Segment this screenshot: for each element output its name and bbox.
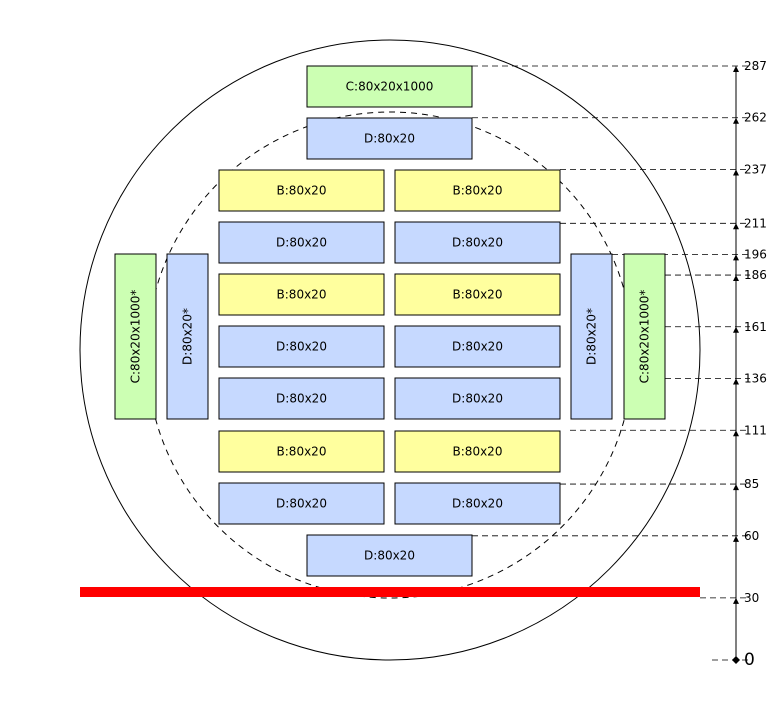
die-block-label: D:80x20*	[585, 308, 599, 365]
die-block-label: C:80x20x1000	[346, 80, 434, 94]
die-block-rect	[570, 253, 613, 420]
scale-tick-label-111: 111	[744, 423, 767, 437]
die-block-label: D:80x20*	[181, 308, 195, 365]
scale-tick-label-136: 136	[744, 372, 767, 386]
die-block-rect	[394, 482, 561, 525]
die-block-rect	[394, 430, 561, 473]
die-block-label: D:80x20	[276, 497, 327, 511]
die-block-b-r6-r: B:80x20	[394, 430, 561, 473]
die-block-rect	[218, 221, 385, 264]
axis-arrow-30	[733, 597, 739, 604]
die-block-label: D:80x20	[364, 549, 415, 563]
axis-arrow-136	[733, 378, 739, 385]
die-block-rect	[394, 169, 561, 212]
axis-arrow-60	[733, 535, 739, 542]
axis-arrow-211	[733, 223, 739, 230]
die-block-d-r4-r: D:80x20	[394, 325, 561, 368]
scale-tick-label-85: 85	[744, 477, 759, 491]
die-block-rect	[306, 65, 473, 108]
die-block-d-r2-l: D:80x20	[218, 221, 385, 264]
die-block-d-r4-l: D:80x20	[218, 325, 385, 368]
die-block-c-left: C:80x20x1000*	[114, 253, 157, 420]
die-block-label: B:80x20	[453, 288, 503, 302]
die-block-rect	[114, 253, 157, 420]
die-block-d-bottom: D:80x20	[306, 534, 473, 577]
die-block-rect	[306, 534, 473, 577]
die-block-rect	[218, 325, 385, 368]
die-block-rect	[394, 273, 561, 316]
die-block-rect	[218, 430, 385, 473]
scale-tick-label-186: 186	[744, 268, 767, 282]
scale-tick-label-60: 60	[744, 529, 759, 543]
axis-arrow-161	[733, 326, 739, 333]
die-block-rect	[394, 325, 561, 368]
die-block-label: B:80x20	[277, 184, 327, 198]
die-block-label: D:80x20	[452, 497, 503, 511]
die-block-label: D:80x20	[452, 392, 503, 406]
die-block-d-r2-r: D:80x20	[394, 221, 561, 264]
scale-tick-label-237: 237	[744, 162, 767, 176]
axis-origin-marker	[732, 656, 740, 664]
die-block-b-r3-r: B:80x20	[394, 273, 561, 316]
scale-tick-label-287: 287	[744, 59, 767, 73]
die-block-label: D:80x20	[276, 236, 327, 250]
scale-tick-label-0: 0	[744, 650, 755, 670]
die-block-rect	[394, 377, 561, 420]
outer-wafer-circle	[79, 39, 701, 661]
die-block-label: D:80x20	[364, 132, 415, 146]
die-block-label: B:80x20	[277, 288, 327, 302]
axis-arrow-111	[733, 430, 739, 437]
die-block-label: D:80x20	[452, 340, 503, 354]
die-block-rect	[218, 482, 385, 525]
die-block-b-r3-l: B:80x20	[218, 273, 385, 316]
die-block-d-right: D:80x20*	[570, 253, 613, 420]
axis-arrow-85	[733, 484, 739, 491]
die-block-rect	[218, 169, 385, 212]
die-block-label: B:80x20	[277, 445, 327, 459]
axis-arrow-196	[733, 254, 739, 261]
die-block-label: C:80x20x1000*	[638, 290, 652, 384]
die-block-rect	[306, 117, 473, 160]
die-block-b-r6-l: B:80x20	[218, 430, 385, 473]
die-block-d-left: D:80x20*	[166, 253, 209, 420]
scale-tick-label-30: 30	[744, 591, 759, 605]
cut-line	[80, 587, 700, 597]
scale-tick-label-211: 211	[744, 216, 767, 230]
die-block-c-right: C:80x20x1000*	[623, 253, 666, 420]
die-block-b-r1-r: B:80x20	[394, 169, 561, 212]
die-block-label: D:80x20	[452, 236, 503, 250]
die-block-d-r5-r: D:80x20	[394, 377, 561, 420]
axis-arrow-262	[733, 117, 739, 124]
scale-tick-label-262: 262	[744, 111, 767, 125]
die-block-label: B:80x20	[453, 445, 503, 459]
die-block-b-r1-l: B:80x20	[218, 169, 385, 212]
die-block-rect	[218, 377, 385, 420]
die-block-d-r7-r: D:80x20	[394, 482, 561, 525]
die-block-d-top: D:80x20	[306, 117, 473, 160]
die-block-label: D:80x20	[276, 392, 327, 406]
die-block-d-r5-l: D:80x20	[218, 377, 385, 420]
die-block-rect	[623, 253, 666, 420]
die-block-rect	[166, 253, 209, 420]
scale-tick-label-161: 161	[744, 320, 767, 334]
height-scale-axis: 287 262 237 211 196 186 161 136 111 85 60 30 0	[732, 59, 767, 670]
die-block-c-top: C:80x20x1000	[306, 65, 473, 108]
die-block-d-r7-l: D:80x20	[218, 482, 385, 525]
die-block-label: B:80x20	[453, 184, 503, 198]
die-block-rect	[218, 273, 385, 316]
axis-arrow-186	[733, 275, 739, 282]
die-block-rect	[394, 221, 561, 264]
axis-arrow-237	[733, 169, 739, 176]
axis-arrow-287	[733, 66, 739, 72]
die-block-label: C:80x20x1000*	[129, 290, 143, 384]
scale-tick-label-196: 196	[744, 247, 767, 261]
die-block-label: D:80x20	[276, 340, 327, 354]
